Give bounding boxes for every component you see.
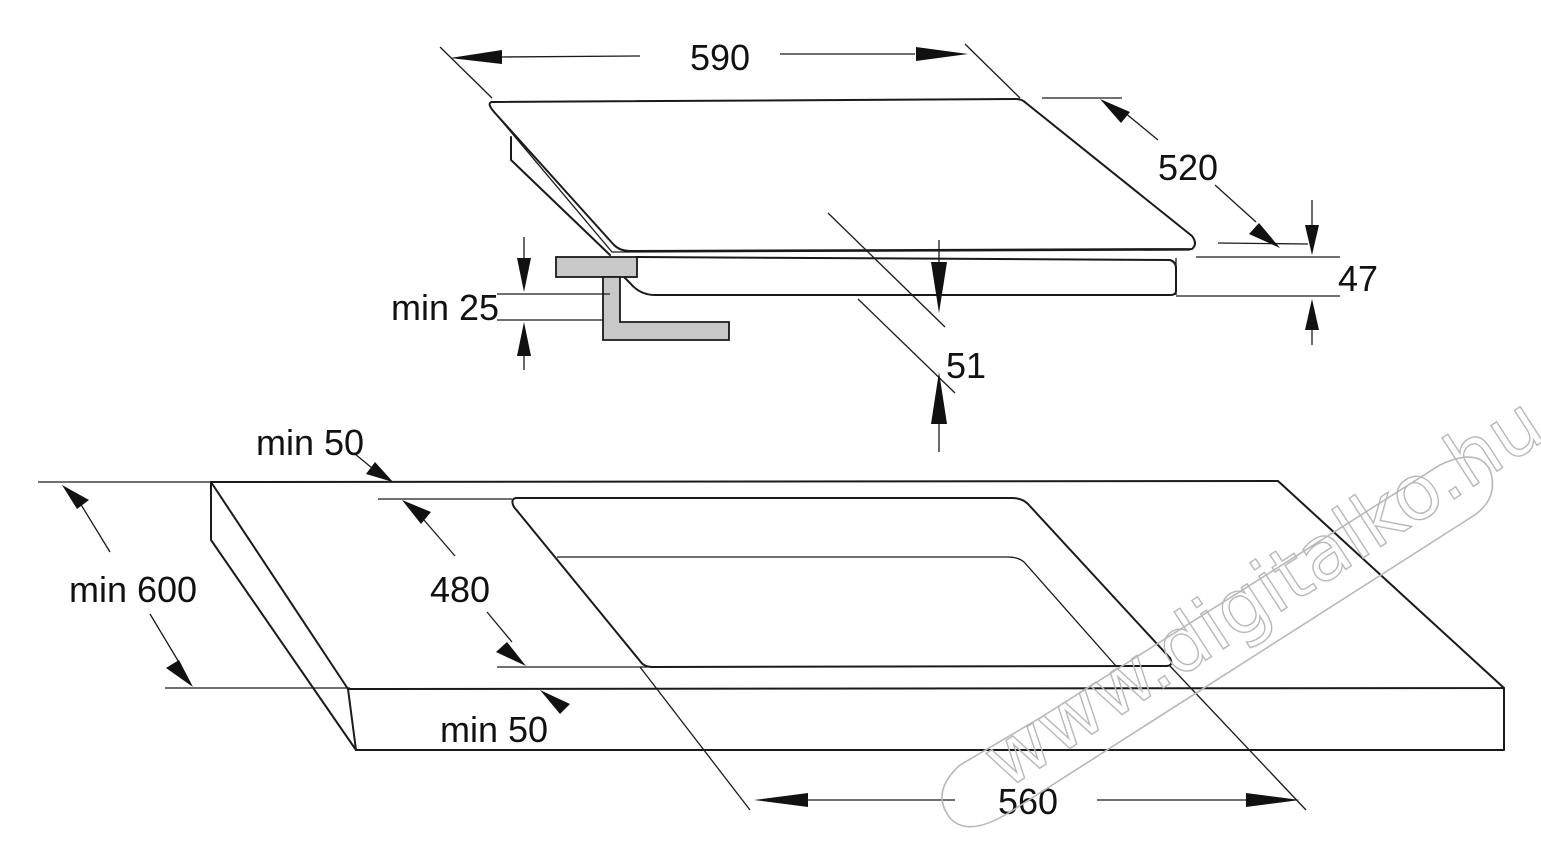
worktop-drawing: [210, 480, 1505, 751]
dim-590: 590: [439, 37, 1021, 99]
hob-body: [510, 136, 1177, 296]
dim-51-label: 51: [946, 345, 986, 386]
mounting-bracket: [555, 256, 730, 341]
watermark-text: www.digitalko.hu: [967, 378, 1541, 805]
dim-480: 480: [378, 498, 648, 668]
bracket-top: [555, 256, 638, 278]
dim-47: 47: [1176, 200, 1378, 345]
cutout-outline: [511, 497, 1173, 668]
hob-glass-edge: [494, 112, 1191, 253]
dim-min-600: min 600: [38, 481, 350, 689]
dim-520-label: 520: [1158, 147, 1218, 188]
dim-min-25: min 25: [391, 237, 610, 370]
watermark: www.digitalko.hu: [941, 377, 1541, 828]
worktop-corner-edge: [347, 688, 357, 751]
dim-47-label: 47: [1338, 258, 1378, 299]
dim-51: 51: [827, 212, 986, 452]
dim-480-label: 480: [430, 569, 490, 610]
dim-min-25-label: min 25: [391, 287, 499, 328]
dim-520: 520: [1042, 97, 1309, 248]
cutout-inner-wall: [557, 556, 1117, 667]
dim-min-50-bottom-label: min 50: [440, 709, 548, 750]
bracket-leg: [602, 276, 730, 341]
dim-560: 560: [639, 665, 1307, 822]
dim-min-50-top-label: min 50: [256, 422, 364, 463]
hob-glass-top: [488, 98, 1196, 252]
dim-min-50-bottom: min 50: [440, 690, 570, 750]
dim-min-600-label: min 600: [69, 569, 197, 610]
dim-min-50-top: min 50: [256, 422, 393, 482]
dim-590-label: 590: [690, 37, 750, 78]
hob-drawing: [488, 98, 1196, 296]
watermark-outline: [941, 456, 1494, 828]
